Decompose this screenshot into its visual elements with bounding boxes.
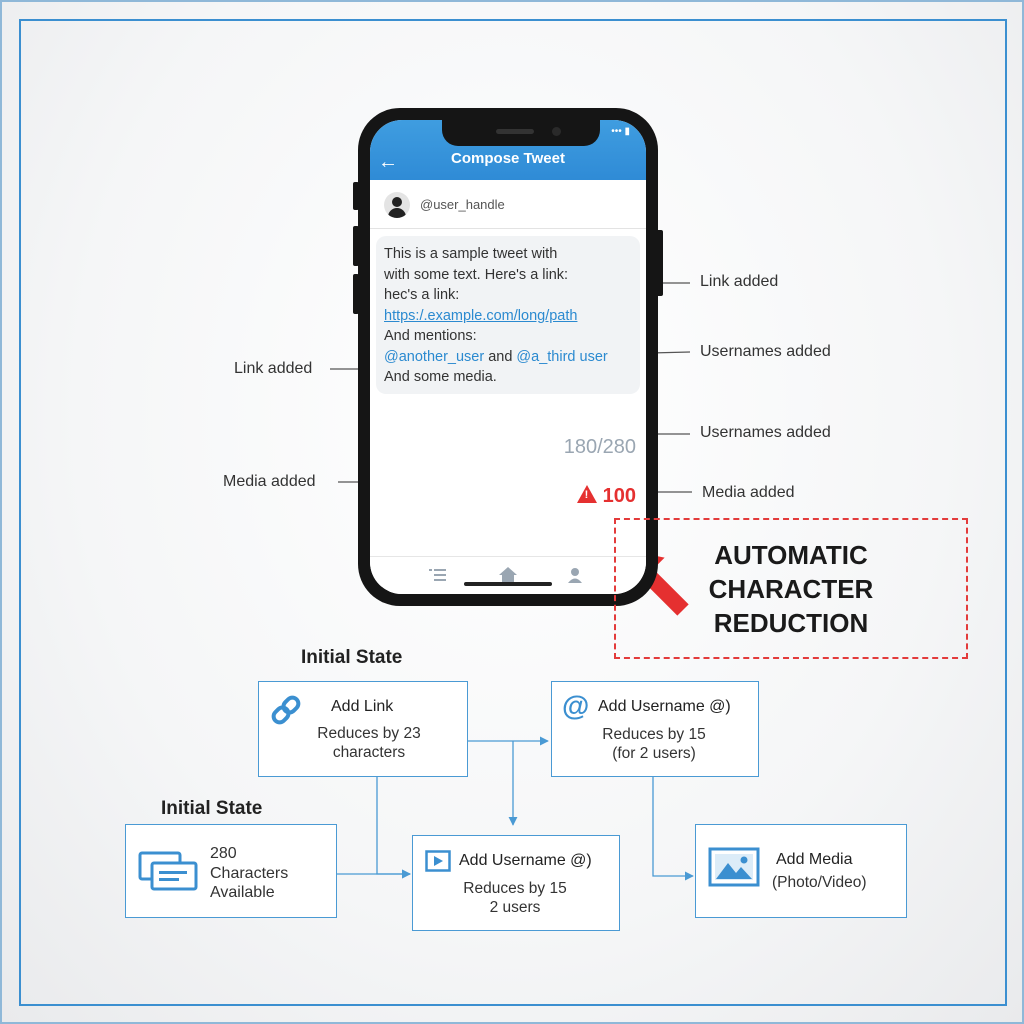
add-username-desc-line: Reduces by 15 [602, 726, 706, 743]
phone-mockup: ••• ▮ ← Compose Tweet @user_handle This … [358, 108, 658, 606]
initial-state-box: 280 Characters Available [125, 824, 337, 918]
tab-bar [370, 556, 646, 594]
inner-frame [19, 19, 1007, 1006]
add-link-desc-line: characters [332, 744, 406, 761]
camera [552, 127, 561, 136]
add-username-desc-line: Reduces by 15 [463, 880, 567, 897]
phone-screen: ••• ▮ ← Compose Tweet @user_handle This … [370, 120, 646, 594]
callout-line: AUTOMATIC [714, 540, 868, 570]
mention-2[interactable]: @a_third user [516, 348, 608, 365]
add-media-desc: (Photo/Video) [772, 874, 867, 891]
add-username-title-mid: Add Username @) [459, 852, 592, 869]
phone-mute-button [353, 182, 359, 210]
messages-icon [138, 851, 198, 891]
add-link-desc-line: Reduces by 23 [317, 725, 421, 742]
annotation-media-added-right: Media added [702, 484, 795, 501]
add-link-title: Add Link [331, 698, 394, 715]
tweet-line: And some media. [384, 369, 497, 385]
tweet-input[interactable]: This is a sample tweet with with some te… [376, 236, 640, 394]
flow-username-to-media [652, 776, 694, 881]
add-link-box: Add Link Reduces by 23 characters [258, 681, 468, 777]
warning-counter: 100 [576, 484, 636, 508]
speaker [496, 129, 534, 134]
mention-1[interactable]: @another_user [384, 348, 485, 365]
callout-line: REDUCTION [713, 608, 869, 638]
tweet-and: and [484, 348, 517, 365]
add-username-box-mid: Add Username @) Reduces by 15 2 users [412, 835, 620, 931]
home-indicator [464, 582, 552, 586]
link-icon [271, 695, 301, 725]
annotation-usernames-added-1: Usernames added [700, 343, 831, 360]
image-icon [708, 847, 760, 887]
phone-volume-down [353, 274, 359, 314]
phone-notch [442, 120, 600, 146]
add-username-desc-line: (for 2 users) [612, 745, 696, 762]
user-row: @user_handle [370, 180, 646, 229]
add-username-box-top: @ Add Username @) Reduces by 15 (for 2 u… [551, 681, 759, 777]
add-media-box: Add Media (Photo/Video) [695, 824, 907, 918]
back-arrow-icon[interactable]: ← [378, 151, 398, 173]
tweet-line: hec's a link: [384, 287, 460, 303]
tweet-line: with some text. Here's a link: [384, 266, 569, 283]
initial-state-text: 280 Characters Available [210, 844, 288, 903]
initial-state-label-left: Initial State [161, 798, 263, 819]
initial-line: Available [210, 884, 275, 901]
compose-title: Compose Tweet [451, 150, 565, 167]
annotation-link-added-right: Link added [700, 273, 779, 290]
play-icon [425, 850, 451, 872]
annotation-media-added-left: Media added [223, 473, 316, 490]
annotation-link-added-left: Link added [234, 360, 313, 377]
tweet-line: This is a sample tweet with [384, 246, 558, 262]
profile-icon[interactable] [566, 566, 584, 584]
warning-icon [576, 485, 597, 503]
annotation-usernames-added-2: Usernames added [700, 424, 831, 441]
phone-power-button [656, 230, 663, 296]
callout-line: CHARACTER [708, 574, 874, 604]
user-handle: @user_handle [420, 197, 505, 212]
warning-count: 100 [602, 485, 636, 507]
character-counter: 180/280 [563, 436, 636, 458]
status-bar: ••• ▮ [611, 126, 630, 137]
avatar [384, 192, 410, 218]
initial-state-label-top: Initial State [301, 647, 403, 668]
callout-box: AUTOMATIC CHARACTER REDUCTION [614, 518, 968, 659]
flow-link-to-initial [376, 776, 411, 879]
initial-line: 280 [210, 845, 237, 862]
initial-line: Characters [210, 864, 289, 882]
phone-volume-up [353, 226, 359, 266]
add-media-title: Add Media [776, 851, 853, 868]
compose-header: ••• ▮ ← Compose Tweet [370, 120, 646, 180]
tweet-link[interactable]: https:/.example.com/long/path [384, 307, 578, 324]
add-username-title-top: Add Username @) [598, 698, 731, 715]
add-username-desc-mid: Reduces by 15 2 users [435, 879, 595, 917]
add-username-desc-top: Reduces by 15 (for 2 users) [574, 725, 734, 763]
tweet-line: And mentions: [384, 328, 477, 344]
home-icon[interactable] [498, 566, 518, 584]
add-username-desc-line: 2 users [489, 899, 541, 916]
add-link-desc: Reduces by 23 characters [289, 724, 449, 762]
list-icon[interactable] [428, 567, 448, 583]
at-icon: @ [562, 690, 590, 721]
